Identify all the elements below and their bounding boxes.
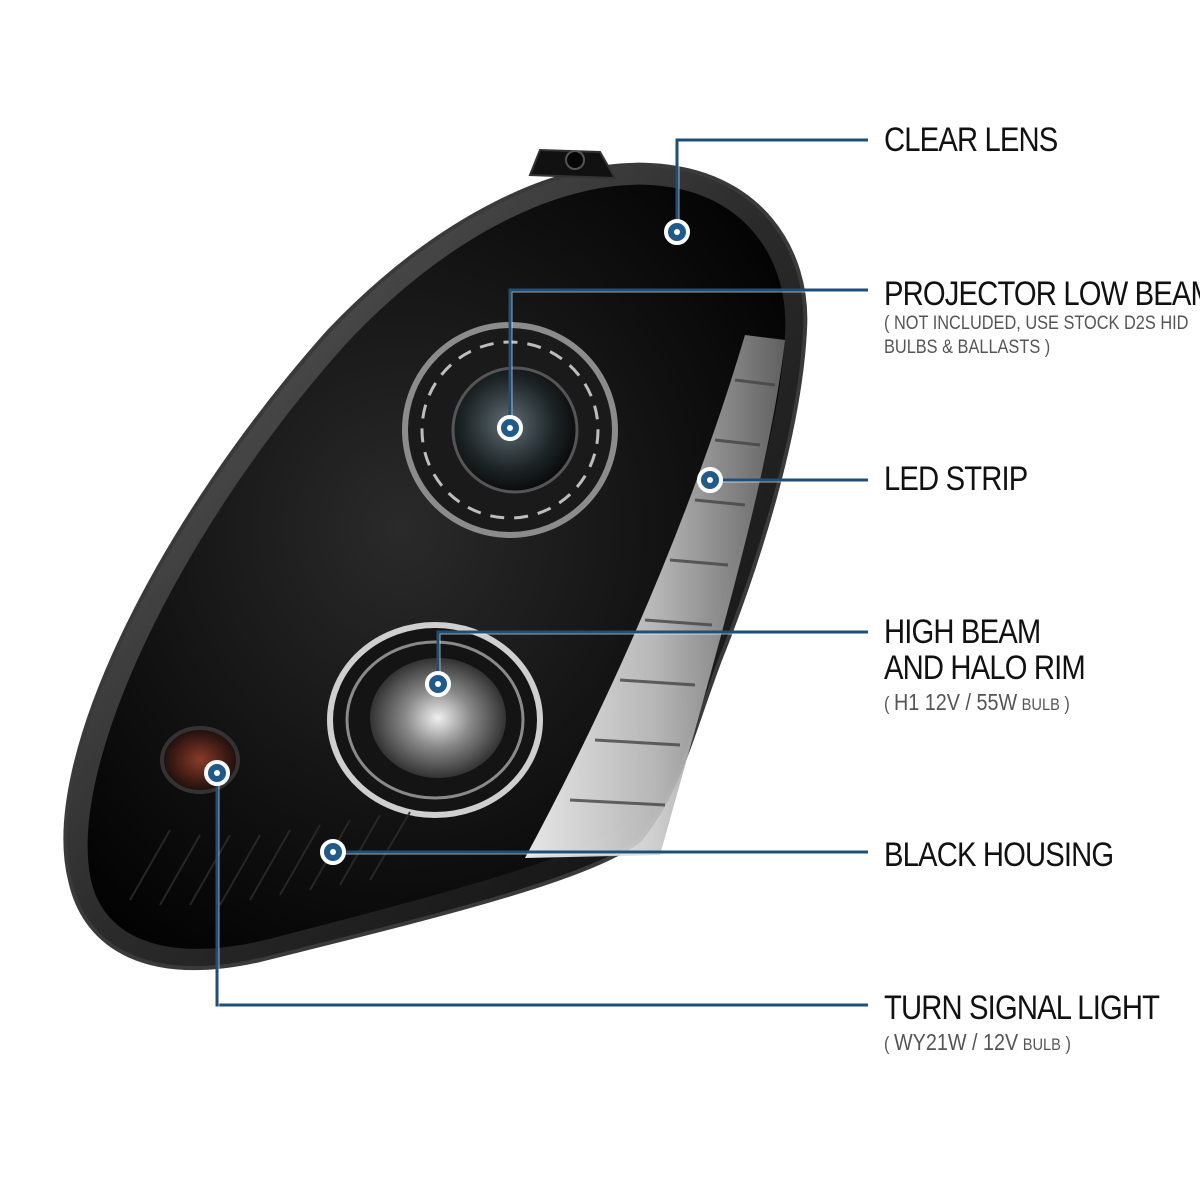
turn-signal-bulb	[160, 726, 240, 794]
paren-open: (	[884, 694, 890, 715]
callout-projector-low-beam: PROJECTOR LOW BEAM ( NOT INCLUDED, USE S…	[884, 276, 1200, 360]
callout-black-housing: BLACK HOUSING	[884, 837, 1151, 873]
high-beam-title-line1: HIGH BEAM	[884, 613, 1041, 651]
projector-low-beam-title: PROJECTOR LOW BEAM	[884, 275, 1200, 313]
turn-signal-spec: WY21W / 12V	[893, 1029, 1019, 1055]
leader-lines	[215, 138, 868, 1007]
high-beam-title-line2: AND HALO RIM	[884, 649, 1086, 687]
projector-low-beam-note-line2: BULBS & BALLASTS )	[884, 337, 1051, 358]
callout-turn-signal: TURN SIGNAL LIGHT ( WY21W / 12V BULB )	[884, 990, 1200, 1057]
paren-close: )	[1065, 1034, 1071, 1055]
turn-signal-title: TURN SIGNAL LIGHT	[884, 989, 1160, 1027]
high-beam-unit: BULB	[1021, 695, 1060, 714]
high-beam-bulb-spec: ( H1 12V / 55W BULB )	[884, 690, 1085, 717]
paren-close: )	[1064, 694, 1070, 715]
black-housing-title: BLACK HOUSING	[884, 836, 1114, 874]
projector-low-beam-note-line1: ( NOT INCLUDED, USE STOCK D2S HID	[884, 313, 1189, 334]
callout-high-beam: HIGH BEAM AND HALO RIM ( H1 12V / 55W BU…	[884, 614, 1118, 717]
high-beam-reflector	[370, 658, 506, 778]
turn-signal-unit: BULB	[1022, 1035, 1061, 1054]
high-beam-spec: H1 12V / 55W	[893, 689, 1018, 715]
turn-signal-bulb-spec: ( WY21W / 12V BULB )	[884, 1030, 1159, 1057]
paren-open: (	[884, 1034, 890, 1055]
callout-led-strip: LED STRIP	[884, 461, 1051, 497]
led-strip	[525, 335, 785, 858]
callout-dots	[204, 219, 723, 865]
callout-clear-lens: CLEAR LENS	[884, 122, 1086, 158]
led-strip-title: LED STRIP	[884, 460, 1028, 498]
clear-lens-title: CLEAR LENS	[884, 121, 1058, 159]
